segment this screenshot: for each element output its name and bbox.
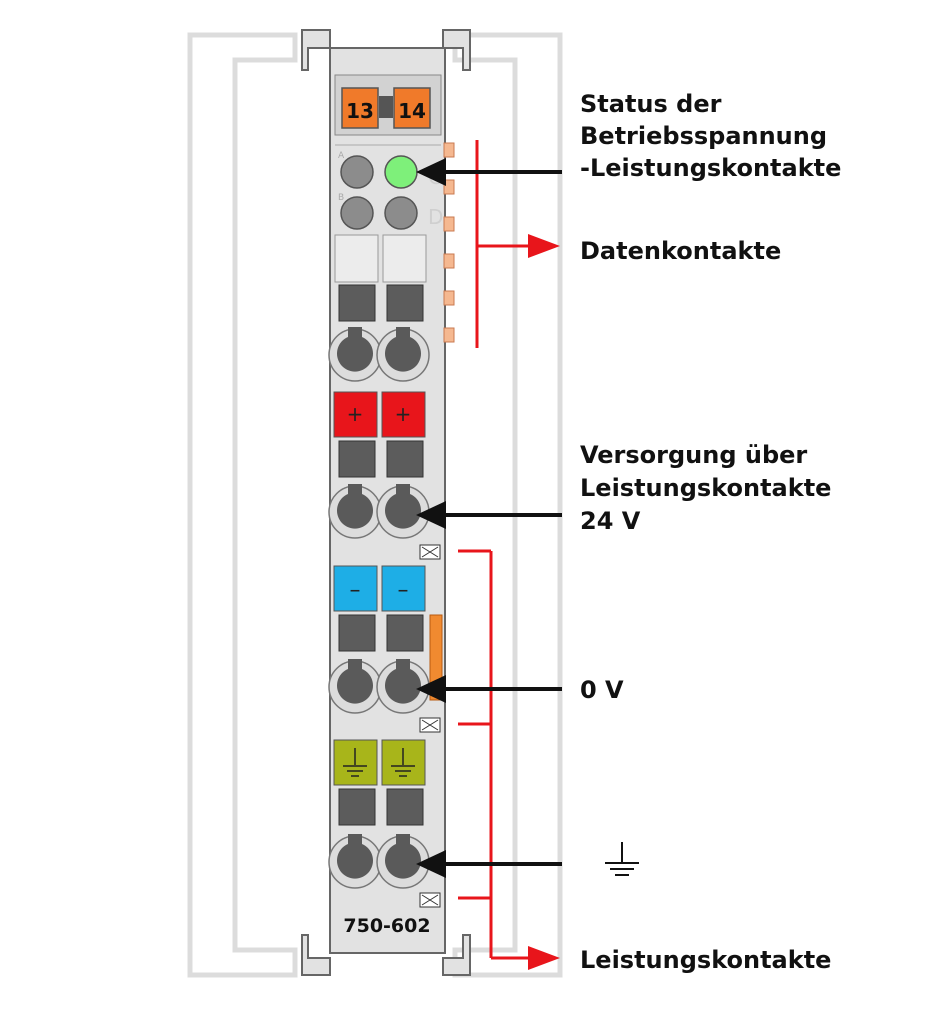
data-contacts-arrowhead <box>528 234 560 258</box>
terminal-marker-14-label: 14 <box>398 99 426 123</box>
led-b-left <box>340 196 374 230</box>
plus-symbol-left: + <box>347 402 364 426</box>
led-side-d-label: D <box>428 205 443 229</box>
led-status-off <box>340 155 374 189</box>
ground-icon <box>605 842 639 876</box>
power-contact-1 <box>419 544 441 560</box>
supply-label-line3: 24 V <box>580 507 641 535</box>
clamp-1 <box>328 327 430 382</box>
minus-symbol-right: – <box>398 578 409 603</box>
status-arrow <box>416 158 562 186</box>
power-contacts-bracket <box>458 549 540 960</box>
zero-v-label: 0 V <box>580 676 624 704</box>
clamp-2 <box>328 484 430 539</box>
clamp-3 <box>328 659 430 714</box>
status-label-line2: Betriebsspannung <box>580 122 827 150</box>
ground-icon <box>343 748 415 777</box>
supply-label-line1: Versorgung über <box>580 441 807 469</box>
terminal-separator <box>379 96 393 118</box>
plus-symbol-right: + <box>395 402 412 426</box>
data-contacts <box>443 142 455 343</box>
status-label-line1: Status der <box>580 90 722 118</box>
status-label-line3: -Leistungskontakte <box>580 154 841 182</box>
terminal-marker-13-label: 13 <box>346 99 374 123</box>
led-row-b-label: B <box>338 193 344 203</box>
minus-terminals: – – <box>333 565 443 701</box>
power-contact-3 <box>419 892 441 908</box>
plus-terminals: + + <box>333 391 426 478</box>
led-panel: A B C D <box>335 144 443 230</box>
data-contacts-label: Datenkontakte <box>580 237 781 265</box>
terminal-marker-14: 14 <box>393 87 431 129</box>
ground-arrow <box>416 850 562 878</box>
module-section-top <box>334 234 427 322</box>
zero-v-arrow <box>416 675 562 703</box>
terminal-marker-13: 13 <box>341 87 379 129</box>
supply-label-line2: Leistungskontakte <box>580 474 831 502</box>
power-contact-2 <box>419 717 441 733</box>
led-status-green <box>384 155 418 189</box>
ground-terminals <box>333 739 426 826</box>
minus-symbol-left: – <box>350 578 361 603</box>
led-row-a-label: A <box>338 151 345 161</box>
led-b-right <box>384 196 418 230</box>
power-contacts-arrowhead <box>528 946 560 970</box>
clamp-4 <box>328 834 430 889</box>
supply-arrow <box>416 501 562 529</box>
module-number: 750-602 <box>343 915 430 937</box>
power-contacts-label: Leistungskontakte <box>580 946 831 974</box>
